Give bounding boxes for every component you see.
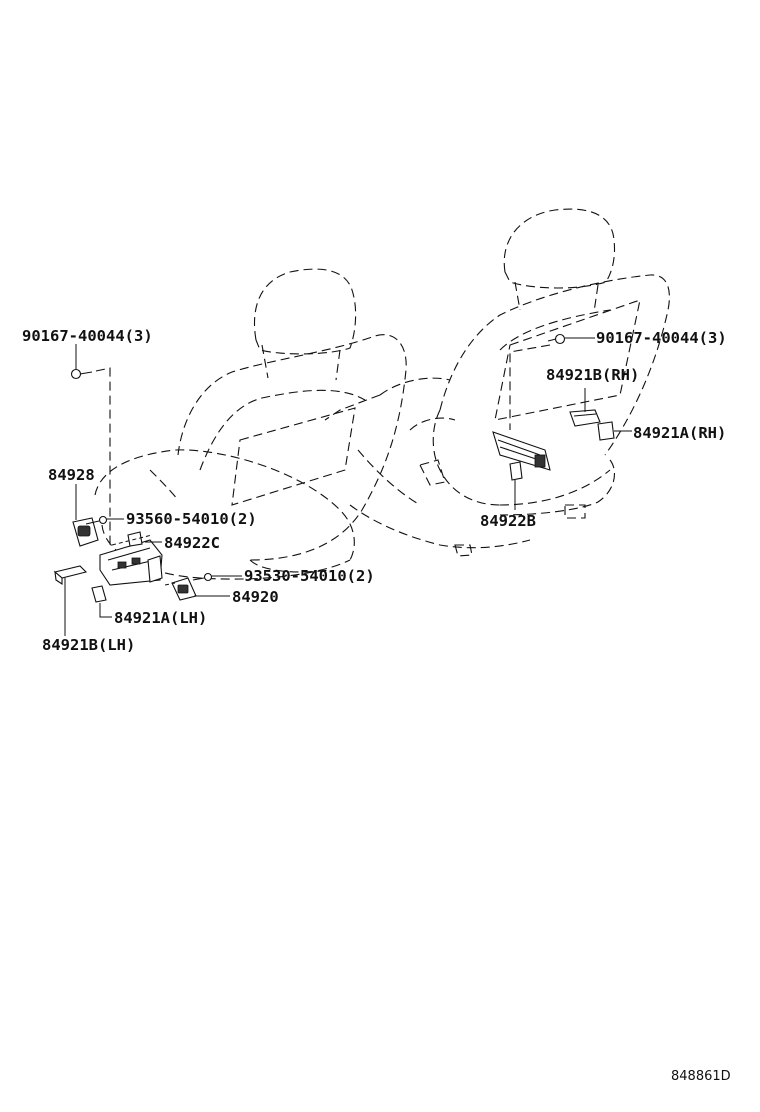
screw-90167-rh xyxy=(547,333,566,345)
part-84921a-lh xyxy=(91,585,107,603)
label-84921b-lh: 84921B(LH) xyxy=(42,636,135,654)
label-84921a-lh: 84921A(LH) xyxy=(114,609,207,627)
label-screw-93530: 93530-54010(2) xyxy=(244,567,375,585)
part-84921b-rh xyxy=(569,409,601,427)
left-seat-outline xyxy=(94,268,407,580)
label-84921a-rh: 84921A(RH) xyxy=(633,424,726,442)
part-84928 xyxy=(72,517,99,547)
label-84921b-rh: 84921B(RH) xyxy=(546,366,639,384)
label-84922b: 84922B xyxy=(480,512,536,530)
right-seat-outline xyxy=(324,208,670,557)
label-84920: 84920 xyxy=(232,588,279,606)
screw-93530 xyxy=(192,572,213,582)
part-84922c xyxy=(99,531,163,586)
part-84922b xyxy=(492,431,551,481)
label-screw-90167-rh: 90167-40044(3) xyxy=(596,329,727,347)
left-side-parts xyxy=(53,367,213,603)
figure-id: 848861D xyxy=(671,1069,731,1084)
part-84921b-lh xyxy=(53,565,88,586)
label-84922c: 84922C xyxy=(164,534,220,552)
label-84928: 84928 xyxy=(48,466,95,484)
label-screw-90167-lh: 90167-40044(3) xyxy=(22,327,153,345)
screw-93560 xyxy=(85,515,108,525)
part-84920 xyxy=(171,577,197,601)
screw-90167-lh xyxy=(70,368,93,380)
part-84921a-rh xyxy=(597,421,615,441)
leader-lines xyxy=(64,337,632,636)
label-screw-93560: 93560-54010(2) xyxy=(126,510,257,528)
right-side-parts xyxy=(492,333,615,481)
